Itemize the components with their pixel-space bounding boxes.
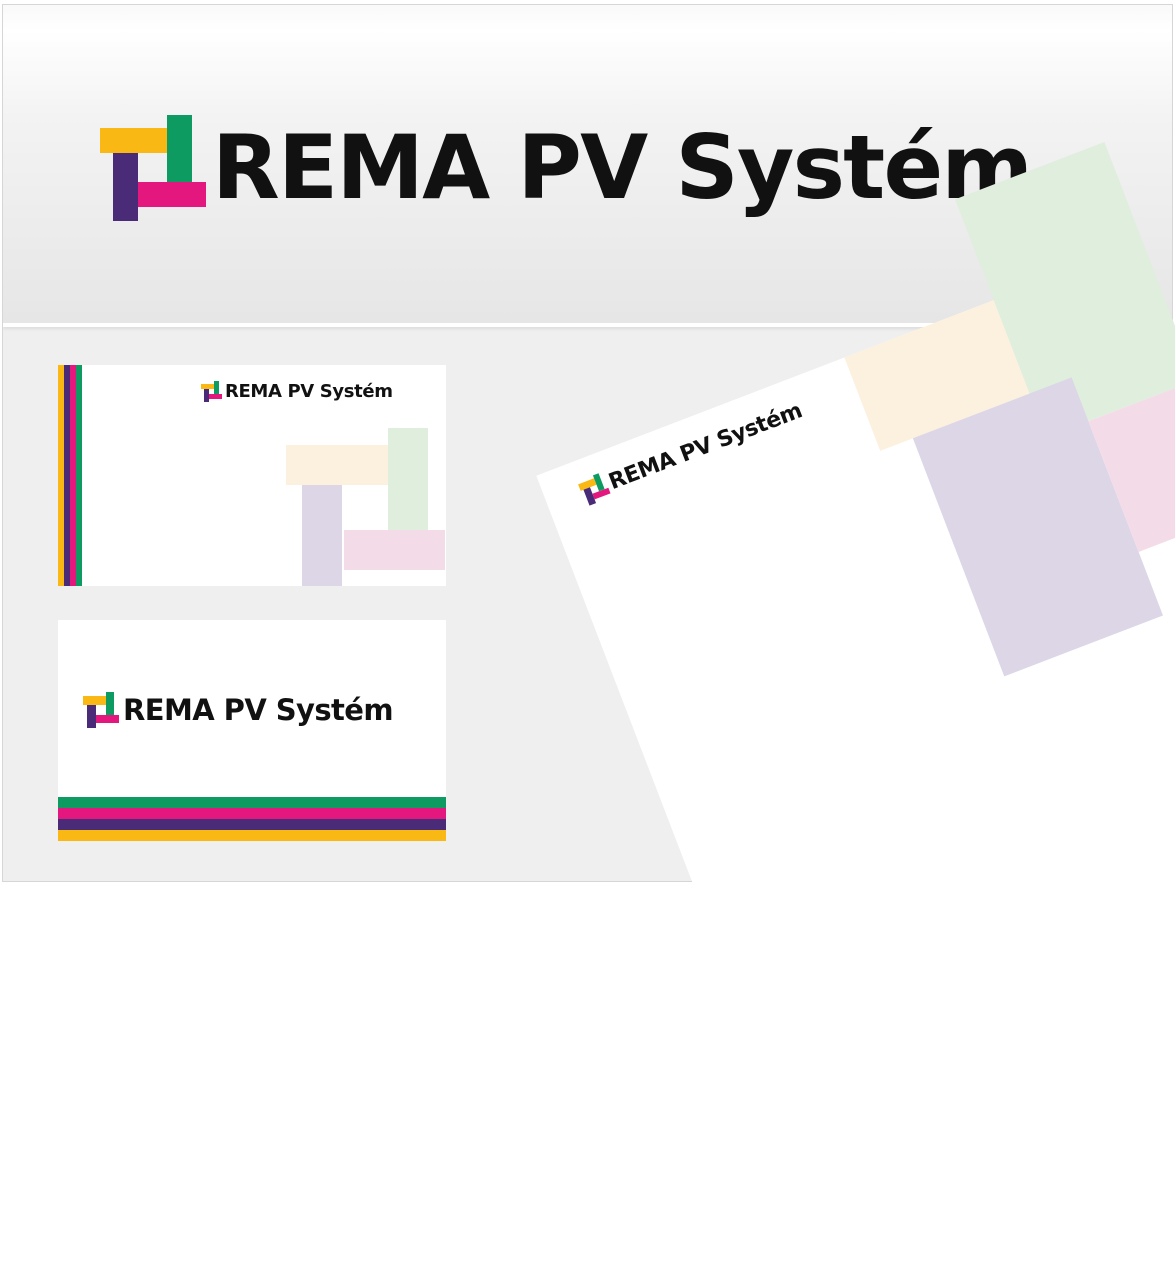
stripe-green — [58, 797, 446, 808]
card-front-logo-text: REMA PV Systém — [225, 381, 393, 402]
business-card-front: REMA PV Systém — [58, 365, 446, 586]
stripe-purple — [64, 365, 70, 586]
card-front-logo: REMA PV Systém — [201, 381, 393, 402]
bg-shape-green — [388, 428, 428, 530]
stripe-yellow — [58, 830, 446, 841]
card-back-logo-text: REMA PV Systém — [123, 693, 394, 727]
header-banner: REMA PV Systém — [3, 5, 1172, 327]
business-card-back: REMA PV Systém — [58, 620, 446, 841]
bg-shape-yellow — [286, 445, 388, 485]
rema-logo-mark-icon — [201, 381, 222, 402]
bg-shape-purple — [302, 485, 342, 586]
stripe-green — [76, 365, 82, 586]
rema-logo-mark-icon — [83, 692, 119, 728]
stripe-magenta — [58, 808, 446, 819]
card-back-logo: REMA PV Systém — [83, 692, 394, 728]
bg-shape-pink — [344, 530, 445, 570]
stripe-magenta — [70, 365, 76, 586]
header-logo-text: REMA PV Systém — [212, 116, 1033, 219]
rema-logo-mark-icon — [100, 115, 206, 221]
stripe-yellow — [58, 365, 64, 586]
stripe-purple — [58, 819, 446, 830]
header-logo: REMA PV Systém — [100, 115, 1033, 221]
